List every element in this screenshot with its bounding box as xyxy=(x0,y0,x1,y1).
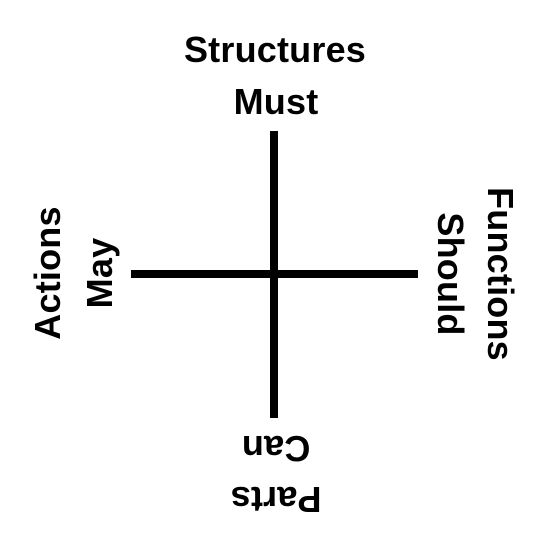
right-inner-label: Should xyxy=(430,212,471,336)
left-outer-label: Actions xyxy=(27,206,68,340)
horizontal-axis-line xyxy=(131,270,418,278)
bottom-outer-label: Parts xyxy=(230,479,322,520)
right-outer-label: Functions xyxy=(480,187,521,361)
top-inner-label: Must xyxy=(233,81,319,122)
left-inner-label: May xyxy=(79,237,120,309)
bottom-inner-label: Can xyxy=(241,428,311,469)
top-outer-label: Structures xyxy=(183,29,367,70)
